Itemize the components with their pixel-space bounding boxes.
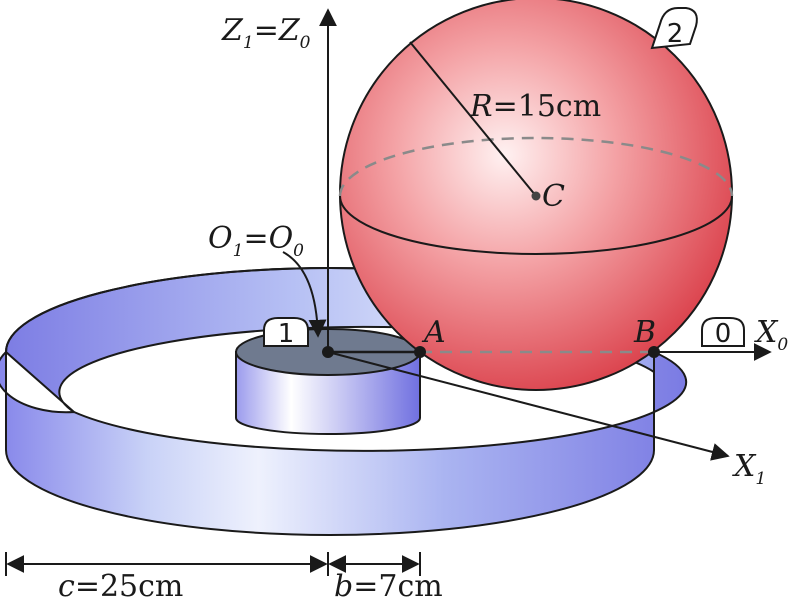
point-b-label: B (633, 315, 656, 350)
svg-text:b=7cm: b=7cm (334, 569, 443, 600)
point-a-label: A (421, 315, 446, 350)
x1-axis-label: X1 (732, 449, 766, 489)
dimension-c: c=25cm (5, 552, 328, 604)
svg-text:0: 0 (715, 319, 732, 349)
point-a-dot (414, 346, 426, 358)
point-b-dot (648, 346, 660, 358)
x0-axis-label: X0 (754, 315, 788, 355)
marker-2: 2 (650, 7, 698, 50)
origin-label: O1=O0 (208, 221, 304, 261)
x1-axis (327, 351, 730, 461)
svg-text:1: 1 (278, 319, 295, 349)
ring-outer-wall (0, 349, 688, 536)
origin-pointer (282, 251, 327, 338)
svg-text:2: 2 (667, 19, 684, 49)
dimension-b: b=7cm (327, 552, 443, 604)
marker-1: 1 (263, 317, 309, 349)
marker-0: 0 (701, 317, 745, 349)
center-label: C (542, 179, 565, 214)
radius-label: R=15cm (469, 89, 601, 124)
z-axis-label: Z1=Z0 (221, 13, 311, 53)
svg-text:c=25cm: c=25cm (58, 569, 183, 600)
sphere (338, 0, 734, 391)
origin-point (322, 346, 334, 358)
